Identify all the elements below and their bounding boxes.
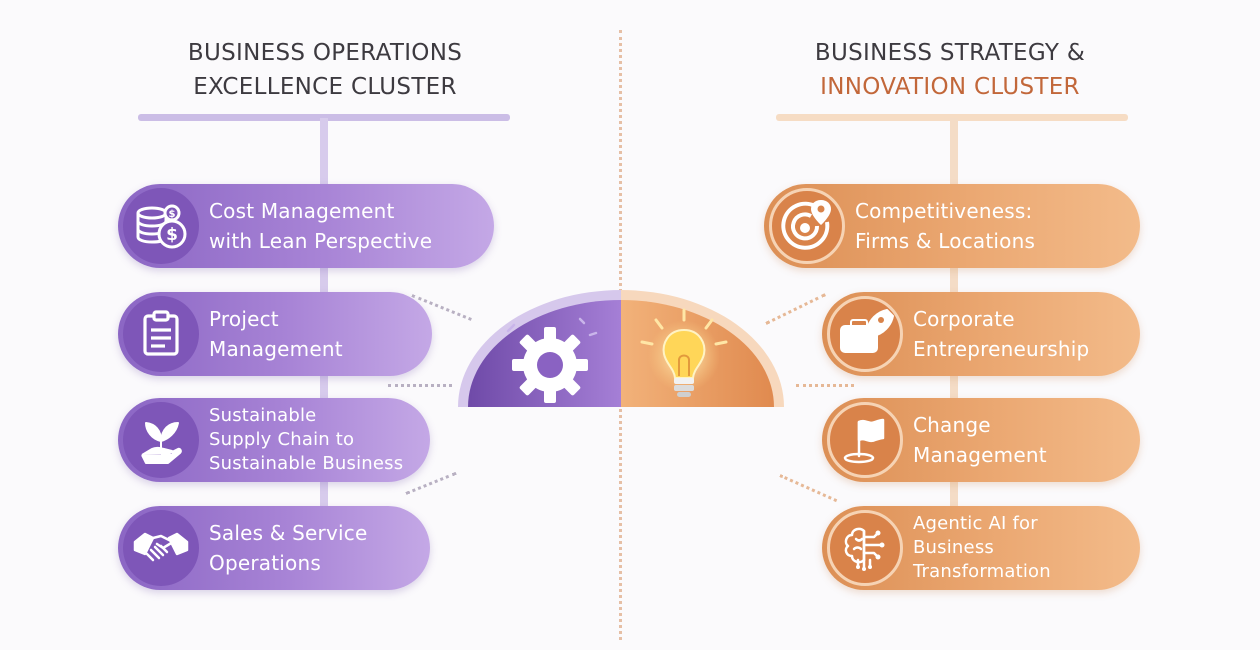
right-cluster-title: BUSINESS STRATEGY & INNOVATION CLUSTER [760, 36, 1140, 104]
cluster-item-project-management: Project Management [118, 292, 432, 376]
cluster-item-label: Corporate Entrepreneurship [913, 304, 1089, 364]
left-title-bar [138, 114, 510, 121]
cluster-item-change-management: Change Management [822, 398, 1140, 482]
label-line2: Entrepreneurship [913, 337, 1090, 361]
label-line1: Competitiveness: [855, 199, 1033, 223]
right-title-bar [776, 114, 1128, 121]
brain-circuit-icon [827, 510, 903, 586]
cluster-item-sustainable-supply-chain: Sustainable Supply Chain to Sustainable … [118, 398, 430, 482]
label-line1: Cost Management [209, 199, 395, 223]
label-line2: Management [209, 337, 343, 361]
gear-icon [506, 317, 598, 403]
label-line2: Business [913, 537, 994, 558]
cluster-item-label: Agentic AI for Business Transformation [913, 512, 1051, 584]
label-line2: Supply Chain to [209, 429, 355, 450]
cluster-item-label: Project Management [209, 304, 343, 364]
label-line3: Sustainable Business [209, 453, 404, 474]
cluster-item-label: Cost Management with Lean Perspective [209, 196, 432, 256]
handshake-icon [123, 510, 199, 586]
left-title-line2: EXCELLENCE CLUSTER [193, 74, 457, 100]
label-line1: Sales & Service [209, 521, 368, 545]
connector-line [796, 384, 854, 387]
lightbulb-icon [640, 308, 728, 397]
cluster-item-label: Change Management [913, 410, 1047, 470]
cluster-item-label: Sustainable Supply Chain to Sustainable … [209, 404, 403, 476]
coins-dollar-icon: $ $ [123, 188, 199, 264]
cluster-item-cost-management: $ $ Cost Management with Lean Perspectiv… [118, 184, 494, 268]
cluster-item-label: Competitiveness: Firms & Locations [855, 196, 1035, 256]
connector-line [388, 384, 452, 387]
label-line1: Corporate [913, 307, 1015, 331]
left-title-line1: BUSINESS OPERATIONS [187, 40, 463, 66]
target-pin-icon [769, 188, 845, 264]
label-line1: Project [209, 307, 279, 331]
label-line1: Sustainable [209, 405, 317, 426]
label-line1: Change [913, 413, 991, 437]
label-line2: Firms & Locations [855, 229, 1036, 253]
left-cluster-title: BUSINESS OPERATIONS EXCELLENCE CLUSTER [140, 36, 510, 104]
connector-line [779, 474, 838, 503]
label-line3: Transformation [913, 561, 1051, 582]
right-title-line1: BUSINESS STRATEGY & [814, 40, 1086, 66]
sprout-hand-icon [123, 402, 199, 478]
right-title-line2: INNOVATION CLUSTER [820, 74, 1080, 100]
label-line2: with Lean Perspective [209, 229, 433, 253]
clipboard-icon [123, 296, 199, 372]
briefcase-rocket-icon [827, 296, 903, 372]
connector-line [405, 471, 457, 495]
cluster-item-competitiveness: Competitiveness: Firms & Locations [764, 184, 1140, 268]
cluster-item-label: Sales & Service Operations [209, 518, 367, 578]
cluster-item-agentic-ai: Agentic AI for Business Transformation [822, 506, 1140, 590]
svg-text:$: $ [169, 209, 176, 220]
label-line2: Management [913, 443, 1047, 467]
cluster-item-corporate-entrepreneurship: Corporate Entrepreneurship [822, 292, 1140, 376]
svg-text:$: $ [166, 225, 178, 245]
label-line1: Agentic AI for [913, 513, 1038, 534]
flag-icon [827, 402, 903, 478]
label-line2: Operations [209, 551, 321, 575]
center-hub [458, 290, 784, 407]
cluster-item-sales-service: Sales & Service Operations [118, 506, 430, 590]
